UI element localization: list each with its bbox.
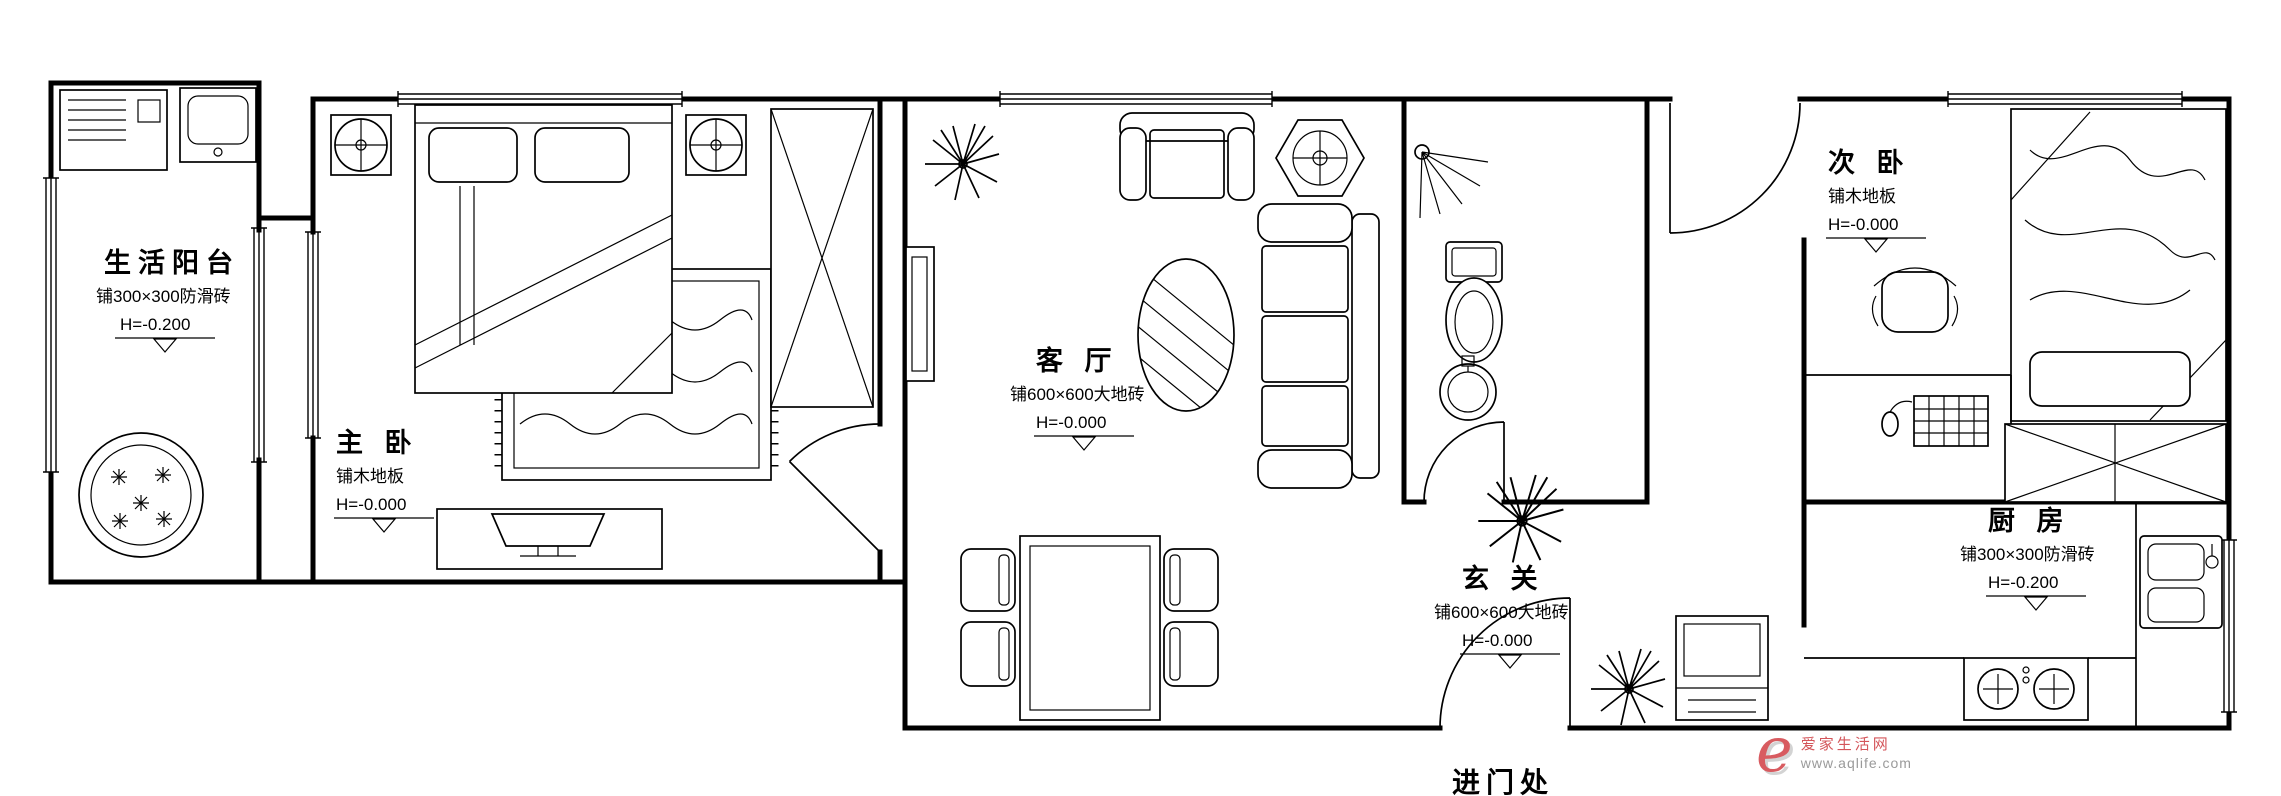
floor-label-living: 铺600×600大地砖: [1010, 385, 1145, 404]
dining-chair: [1163, 548, 1219, 612]
kitchen-fixtures: [1804, 502, 2223, 728]
second-bedroom-door: [1669, 102, 1801, 234]
bathroom-fixtures: [1414, 144, 1503, 421]
watermark-logo-icon: e: [1756, 713, 1793, 786]
level-label-living: H=-0.000: [1036, 413, 1106, 432]
floor-label-balcony: 铺300×300防滑砖: [96, 287, 231, 306]
level-symbol: [1033, 435, 1135, 451]
ceiling-fan-symbol: [330, 114, 392, 176]
watermark-brand: 爱家生活网: [1800, 736, 1891, 753]
room-labels: 生活阳台 铺300×300防滑砖 H=-0.200 主 卧 铺木地板 H=-0.…: [96, 148, 2095, 796]
second-bedroom-furniture: [1804, 108, 2227, 503]
room-label-second: 次 卧: [1828, 148, 1911, 178]
dining-table: [1019, 535, 1161, 721]
wall-tv: [905, 246, 935, 382]
mouse: [1881, 400, 1913, 437]
watermark-site: www.aqlife.com: [1800, 755, 1912, 771]
doors: [788, 102, 1801, 729]
wardrobe: [2004, 423, 2227, 503]
stove: [1963, 657, 2089, 721]
living-room-furniture: [905, 112, 1565, 721]
sofa: [1257, 203, 1380, 489]
counter: [1804, 502, 2137, 728]
dining-chair: [960, 621, 1016, 687]
window-master-top: [397, 91, 683, 107]
balcony-furniture: [59, 87, 257, 558]
floor-label-second: 铺木地板: [1828, 187, 1896, 206]
laundry-sink: [179, 87, 257, 163]
pillow: [428, 127, 518, 183]
master-bedroom-door: [788, 423, 881, 553]
level-label-master: H=-0.000: [336, 495, 406, 514]
floor-label-foyer: 铺600×600大地砖: [1434, 603, 1569, 622]
floor-label-master: 铺木地板: [336, 467, 404, 486]
room-label-foyer: 玄 关: [1462, 563, 1545, 594]
foyer-furniture: [1590, 615, 1769, 726]
plant: [924, 123, 1000, 201]
level-label-second: H=-0.000: [1828, 215, 1898, 234]
room-label-living: 客 厅: [1036, 345, 1119, 376]
window-living-top: [999, 91, 1273, 107]
washing-machine: [59, 89, 168, 171]
level-symbol: [114, 337, 216, 353]
wardrobe: [770, 108, 874, 408]
window-master-balcony-slider: [305, 231, 321, 439]
plant: [1477, 474, 1565, 564]
level-symbol: [1825, 237, 1927, 253]
pillow: [2029, 351, 2191, 407]
double-bed: [414, 104, 673, 394]
window-kitchen-right: [2221, 539, 2237, 713]
pillow: [534, 127, 630, 183]
hexagon-table: [1275, 119, 1365, 197]
kitchen-sink: [2139, 535, 2223, 629]
round-rattan-chair: [78, 432, 204, 558]
office-chair: [1871, 267, 1959, 333]
keyboard: [1913, 395, 1989, 447]
level-label-kitchen: H=-0.200: [1988, 573, 2058, 592]
room-label-balcony: 生活阳台: [104, 247, 240, 278]
toilet: [1445, 241, 1503, 363]
floor-label-kitchen: 铺300×300防滑砖: [1960, 545, 2095, 564]
level-symbol: [1459, 653, 1561, 669]
window-balcony-right: [251, 227, 267, 463]
dining-chair: [960, 548, 1016, 612]
coffee-table-oval: [1137, 258, 1235, 412]
shower: [1414, 144, 1489, 219]
shoe-cabinet: [1675, 615, 1769, 721]
watermark: e 爱家生活网 www.aqlife.com: [1756, 713, 1912, 786]
level-label-foyer: H=-0.000: [1462, 631, 1532, 650]
ceiling-fan-symbol: [685, 114, 747, 176]
room-label-master: 主 卧: [336, 428, 419, 458]
master-bedroom-furniture: [330, 104, 874, 570]
walls: [48, 80, 2232, 731]
level-symbol: [333, 517, 435, 533]
single-bed: [2010, 108, 2227, 422]
window-second-top: [1947, 91, 2183, 107]
level-symbol: [1985, 595, 2087, 611]
armchair: [1119, 112, 1255, 201]
bathroom-door: [1423, 421, 1505, 503]
plant: [1590, 648, 1666, 726]
room-label-kitchen: 厨 房: [1988, 506, 2071, 536]
windows: [43, 91, 2237, 713]
dining-chair: [1163, 621, 1219, 687]
level-label-balcony: H=-0.200: [120, 315, 190, 334]
tv-cabinet: [436, 508, 663, 570]
washbasin: [1439, 355, 1497, 421]
entry-door: [1439, 597, 1571, 729]
entrance-label: 进门处: [1452, 767, 1554, 796]
window-balcony-left: [43, 177, 59, 473]
